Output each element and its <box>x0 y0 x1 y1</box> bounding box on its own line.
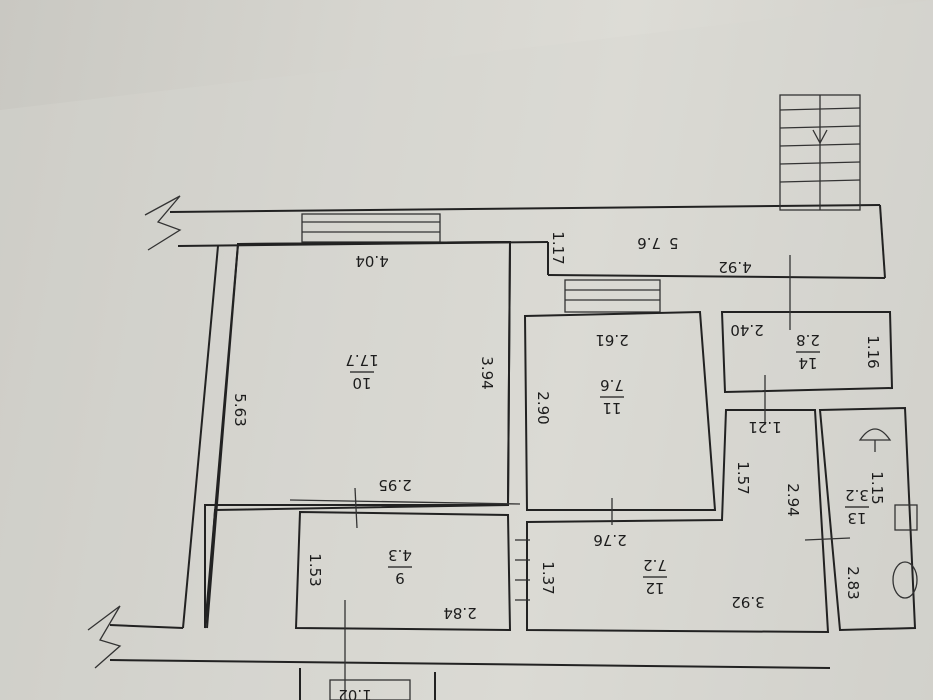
corridor-label: 5 7.6 <box>637 234 678 252</box>
room-14-area: 2.8 <box>796 331 820 349</box>
corridor-area: 7.6 <box>637 234 661 252</box>
dim-room9-left: 1.53 <box>306 553 324 586</box>
room-14-number: 14 <box>798 354 817 372</box>
dim-room13-top: 1.15 <box>868 471 886 504</box>
room-14-label: 14 2.8 <box>796 331 820 372</box>
room-12-label: 12 7.2 <box>643 556 667 597</box>
room-11-area: 7.6 <box>600 376 624 394</box>
dim-corridor-left: 1.17 <box>549 231 567 264</box>
room-13-area: 3.2 <box>845 486 869 504</box>
room-11-outline <box>523 310 717 511</box>
room-11-label: 11 7.6 <box>600 376 624 417</box>
room-11-number: 11 <box>602 399 621 417</box>
room-12-outline <box>526 409 830 634</box>
dim-room11-bottom: 2.76 <box>593 531 626 549</box>
dim-room12-right: 2.94 <box>784 483 802 516</box>
room-10-number: 10 <box>352 374 371 392</box>
room-9-number: 9 <box>395 569 405 587</box>
door-marks <box>344 255 851 700</box>
dim-room10-right: 3.94 <box>478 356 496 389</box>
dim-partial-bottom: 1.02 <box>338 686 371 700</box>
staircase <box>779 94 861 211</box>
dim-room12-top: 1.21 <box>748 418 781 436</box>
room-13-outline <box>818 406 917 632</box>
dim-room9-bottom: 2.84 <box>443 604 476 622</box>
dim-corridor-bottom: 4.92 <box>718 258 751 276</box>
dim-room14-left: 2.40 <box>730 321 763 339</box>
room-13-label: 13 3.2 <box>845 486 869 527</box>
dim-room14-right: 1.16 <box>864 335 882 368</box>
dim-room11-top: 2.61 <box>595 331 628 349</box>
room-12-number: 12 <box>645 579 664 597</box>
room-9-outline <box>294 510 512 632</box>
dim-room11-left: 2.90 <box>534 391 552 424</box>
dim-room10-left: 5.63 <box>231 393 249 426</box>
lower-partial-rooms <box>299 668 436 700</box>
dim-room12-bottom: 3.92 <box>731 593 764 611</box>
room-10-area: 17.7 <box>345 351 378 369</box>
room-13-number: 13 <box>847 509 866 527</box>
dim-room12-left: 1.37 <box>539 561 557 594</box>
window-openings <box>301 213 661 313</box>
bathroom-fixtures <box>858 428 918 599</box>
dimension-labels: 4.04 3.94 5.63 2.95 2.61 2.90 2.76 1.53 … <box>231 231 886 700</box>
dim-room13-right: 2.83 <box>844 566 862 599</box>
dim-room10-top: 4.04 <box>355 252 388 270</box>
dim-room12-step: 1.57 <box>734 461 752 494</box>
room-9-area: 4.3 <box>388 546 412 564</box>
room-10-label: 10 17.7 <box>345 351 378 392</box>
room-14-outline <box>720 311 894 394</box>
outer-walls <box>87 195 886 669</box>
room-12-area: 7.2 <box>643 556 667 574</box>
corridor-number: 5 <box>669 234 679 252</box>
dim-room10-bottom: 2.95 <box>378 476 411 494</box>
room-9-label: 9 4.3 <box>388 546 412 587</box>
